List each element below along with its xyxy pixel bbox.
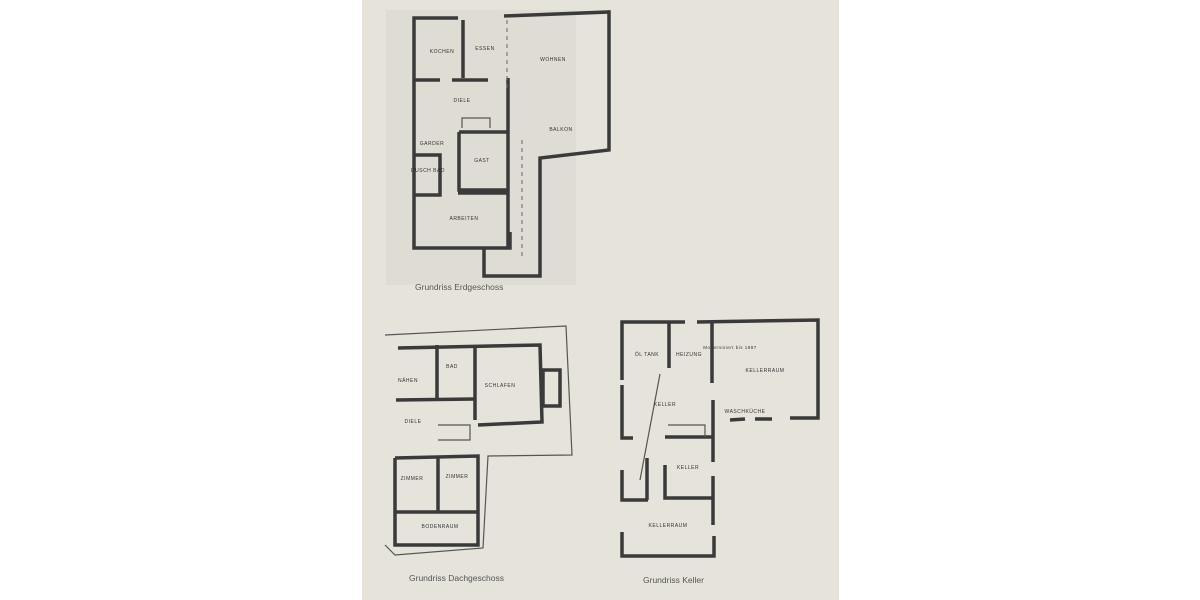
room-label: ESSEN xyxy=(475,46,494,52)
plan-shading xyxy=(386,10,576,285)
plan-caption: Grundriss Dachgeschoss xyxy=(409,573,504,583)
wall xyxy=(663,465,713,500)
room-label: BODENRAUM xyxy=(421,524,458,530)
pipe-line xyxy=(639,373,661,481)
roof-outline xyxy=(384,325,573,556)
wall xyxy=(457,132,508,192)
dormer xyxy=(541,368,562,408)
room-label: ÖL TANK xyxy=(635,351,659,358)
room-label: WASCHKÜCHE xyxy=(725,408,766,415)
room-label: GAST xyxy=(474,158,490,164)
wall xyxy=(397,343,544,427)
wall xyxy=(482,10,611,278)
stairs xyxy=(668,424,706,437)
room-label: HEIZUNG xyxy=(676,352,702,358)
room-label: BALKON xyxy=(549,127,572,133)
basement-plan: ÖL TANK HEIZUNG KELLERRAUM KELLER WASCHK… xyxy=(620,318,820,585)
wall xyxy=(620,470,648,502)
stairs xyxy=(438,424,471,441)
room-label: KOCHEN xyxy=(430,49,454,55)
room-label: SCHLAFEN xyxy=(485,383,516,389)
room-label: ARBEITEN xyxy=(449,216,478,222)
ground-floor-plan: KOCHEN ESSEN WOHNEN DIELE GARDER DUSCH B… xyxy=(386,10,611,292)
room-label: NÄHEN xyxy=(398,377,418,384)
plan-caption: Grundriss Keller xyxy=(643,575,704,585)
wall xyxy=(412,16,512,250)
room-label: ZIMMER xyxy=(401,476,424,482)
room-label: WOHNEN xyxy=(540,57,566,63)
wall xyxy=(729,417,746,422)
room-label: KELLERRAUM xyxy=(746,368,785,374)
room-label: BAD xyxy=(446,364,458,370)
room-label: KELLER xyxy=(677,465,699,471)
wall xyxy=(620,532,716,558)
room-label: DIELE xyxy=(454,98,471,104)
modernization-note: Modernisiert bis 1997 xyxy=(703,345,757,350)
wall xyxy=(393,454,480,547)
plan-caption: Grundriss Erdgeschoss xyxy=(415,282,503,292)
room-label: ZIMMER xyxy=(446,474,469,480)
wall xyxy=(620,320,685,380)
wall xyxy=(414,153,442,197)
wall xyxy=(620,385,633,440)
room-label: KELLERRAUM xyxy=(649,523,688,529)
room-label: GARDER xyxy=(420,141,444,147)
stairs xyxy=(461,117,491,128)
room-label: DUSCH BAD xyxy=(411,168,445,174)
wall xyxy=(696,318,820,420)
attic-floor-plan: NÄHEN BAD SCHLAFEN DIELE ZIMMER ZIMMER B… xyxy=(384,325,573,583)
room-label: DIELE xyxy=(405,419,422,425)
room-label: KELLER xyxy=(654,402,676,408)
